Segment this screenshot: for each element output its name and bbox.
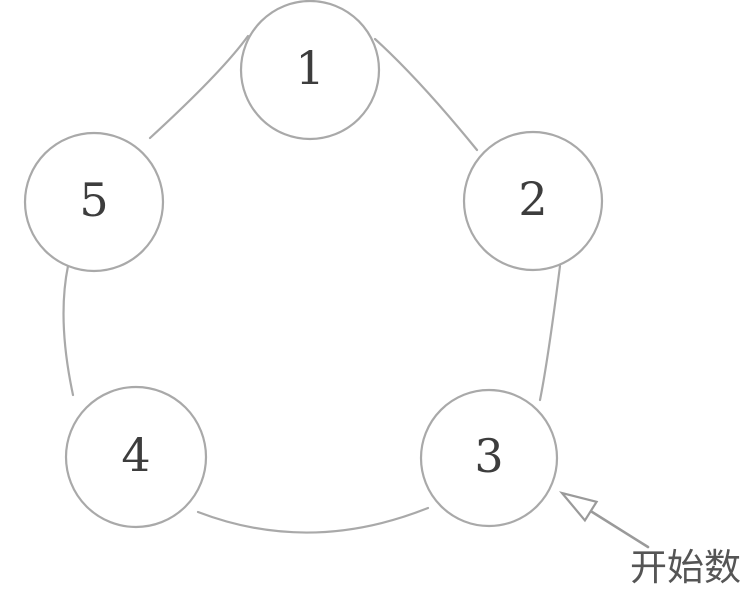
arrow-head-icon [558,491,599,523]
node-3-circle[interactable] [419,388,559,528]
arrow-shaft-line [586,507,650,549]
edge-3-to-4 [196,506,430,534]
node-5[interactable]: 5 [23,131,165,273]
node-2[interactable]: 2 [462,130,604,272]
start-annotation-label: 开始数 [630,546,741,589]
node-4-circle[interactable] [64,385,208,529]
edge-5-to-1 [148,34,250,140]
node-group: 1 2 3 4 5 [23,0,604,529]
node-2-label: 2 [518,172,547,226]
node-4[interactable]: 4 [64,385,208,529]
node-1-circle[interactable] [239,0,381,141]
edge-4-to-5 [62,264,75,397]
node-3[interactable]: 3 [419,388,559,528]
edge-1-to-2 [373,37,479,152]
start-annotation-arrow [558,491,650,549]
node-1[interactable]: 1 [239,0,381,141]
node-3-label: 3 [474,429,503,483]
edge-group [62,34,562,534]
node-5-label: 5 [79,173,108,227]
node-1-label: 1 [295,41,324,95]
node-5-circle[interactable] [23,131,165,273]
edge-2-to-3 [538,264,562,402]
node-2-circle[interactable] [462,130,604,272]
node-4-label: 4 [121,428,150,482]
